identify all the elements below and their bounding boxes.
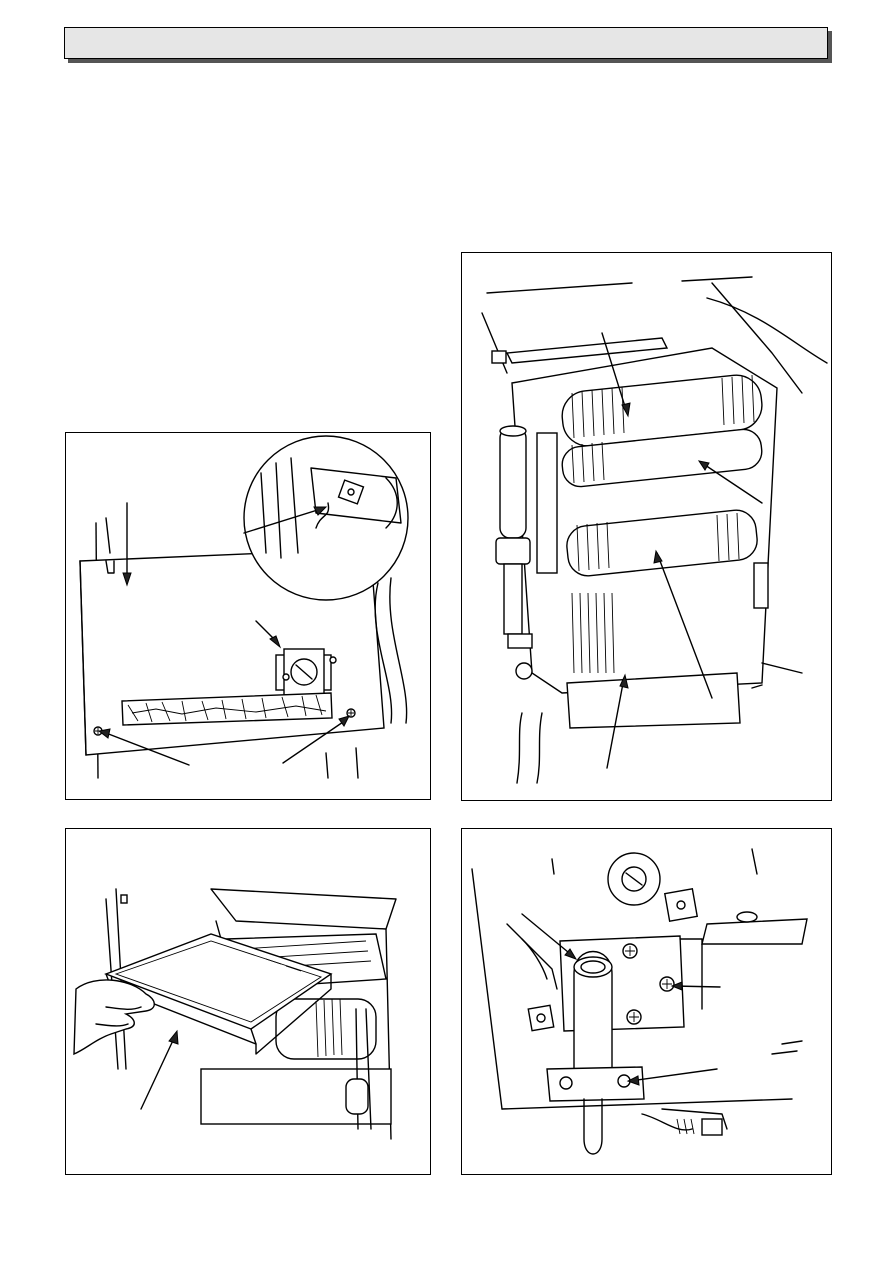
- section-header-bar: [64, 27, 828, 59]
- figure-flue-connection: [461, 828, 832, 1175]
- figure-front-panel: [65, 432, 431, 800]
- heat-exchanger-illustration: [481, 276, 828, 784]
- tray-removal-illustration: [73, 888, 397, 1140]
- figure-tray-removal: [65, 828, 431, 1175]
- front-panel-illustration: [79, 435, 409, 779]
- flue-connection-illustration: [471, 848, 808, 1155]
- figure-heat-exchanger: [461, 252, 832, 801]
